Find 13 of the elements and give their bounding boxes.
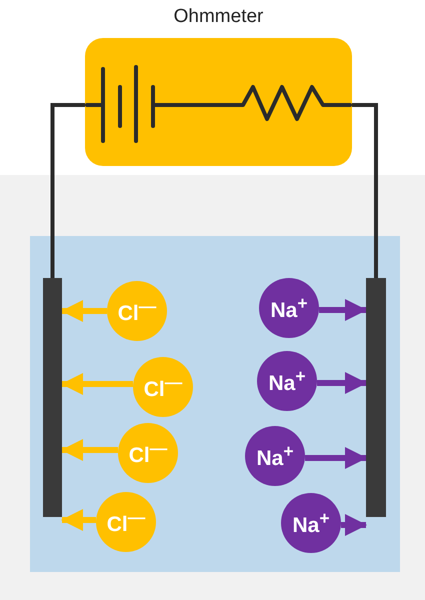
electrode [43, 278, 62, 517]
arrow [305, 447, 367, 469]
arrow [341, 514, 367, 536]
wire [352, 103, 378, 278]
electrode [366, 278, 386, 517]
device-title: Ohmmeter [172, 6, 264, 28]
arrow [317, 372, 367, 394]
arrow [61, 439, 118, 461]
arrow [61, 300, 107, 322]
arrow [319, 299, 367, 321]
wire [50, 103, 85, 278]
arrow [61, 373, 133, 395]
arrow [61, 509, 96, 531]
